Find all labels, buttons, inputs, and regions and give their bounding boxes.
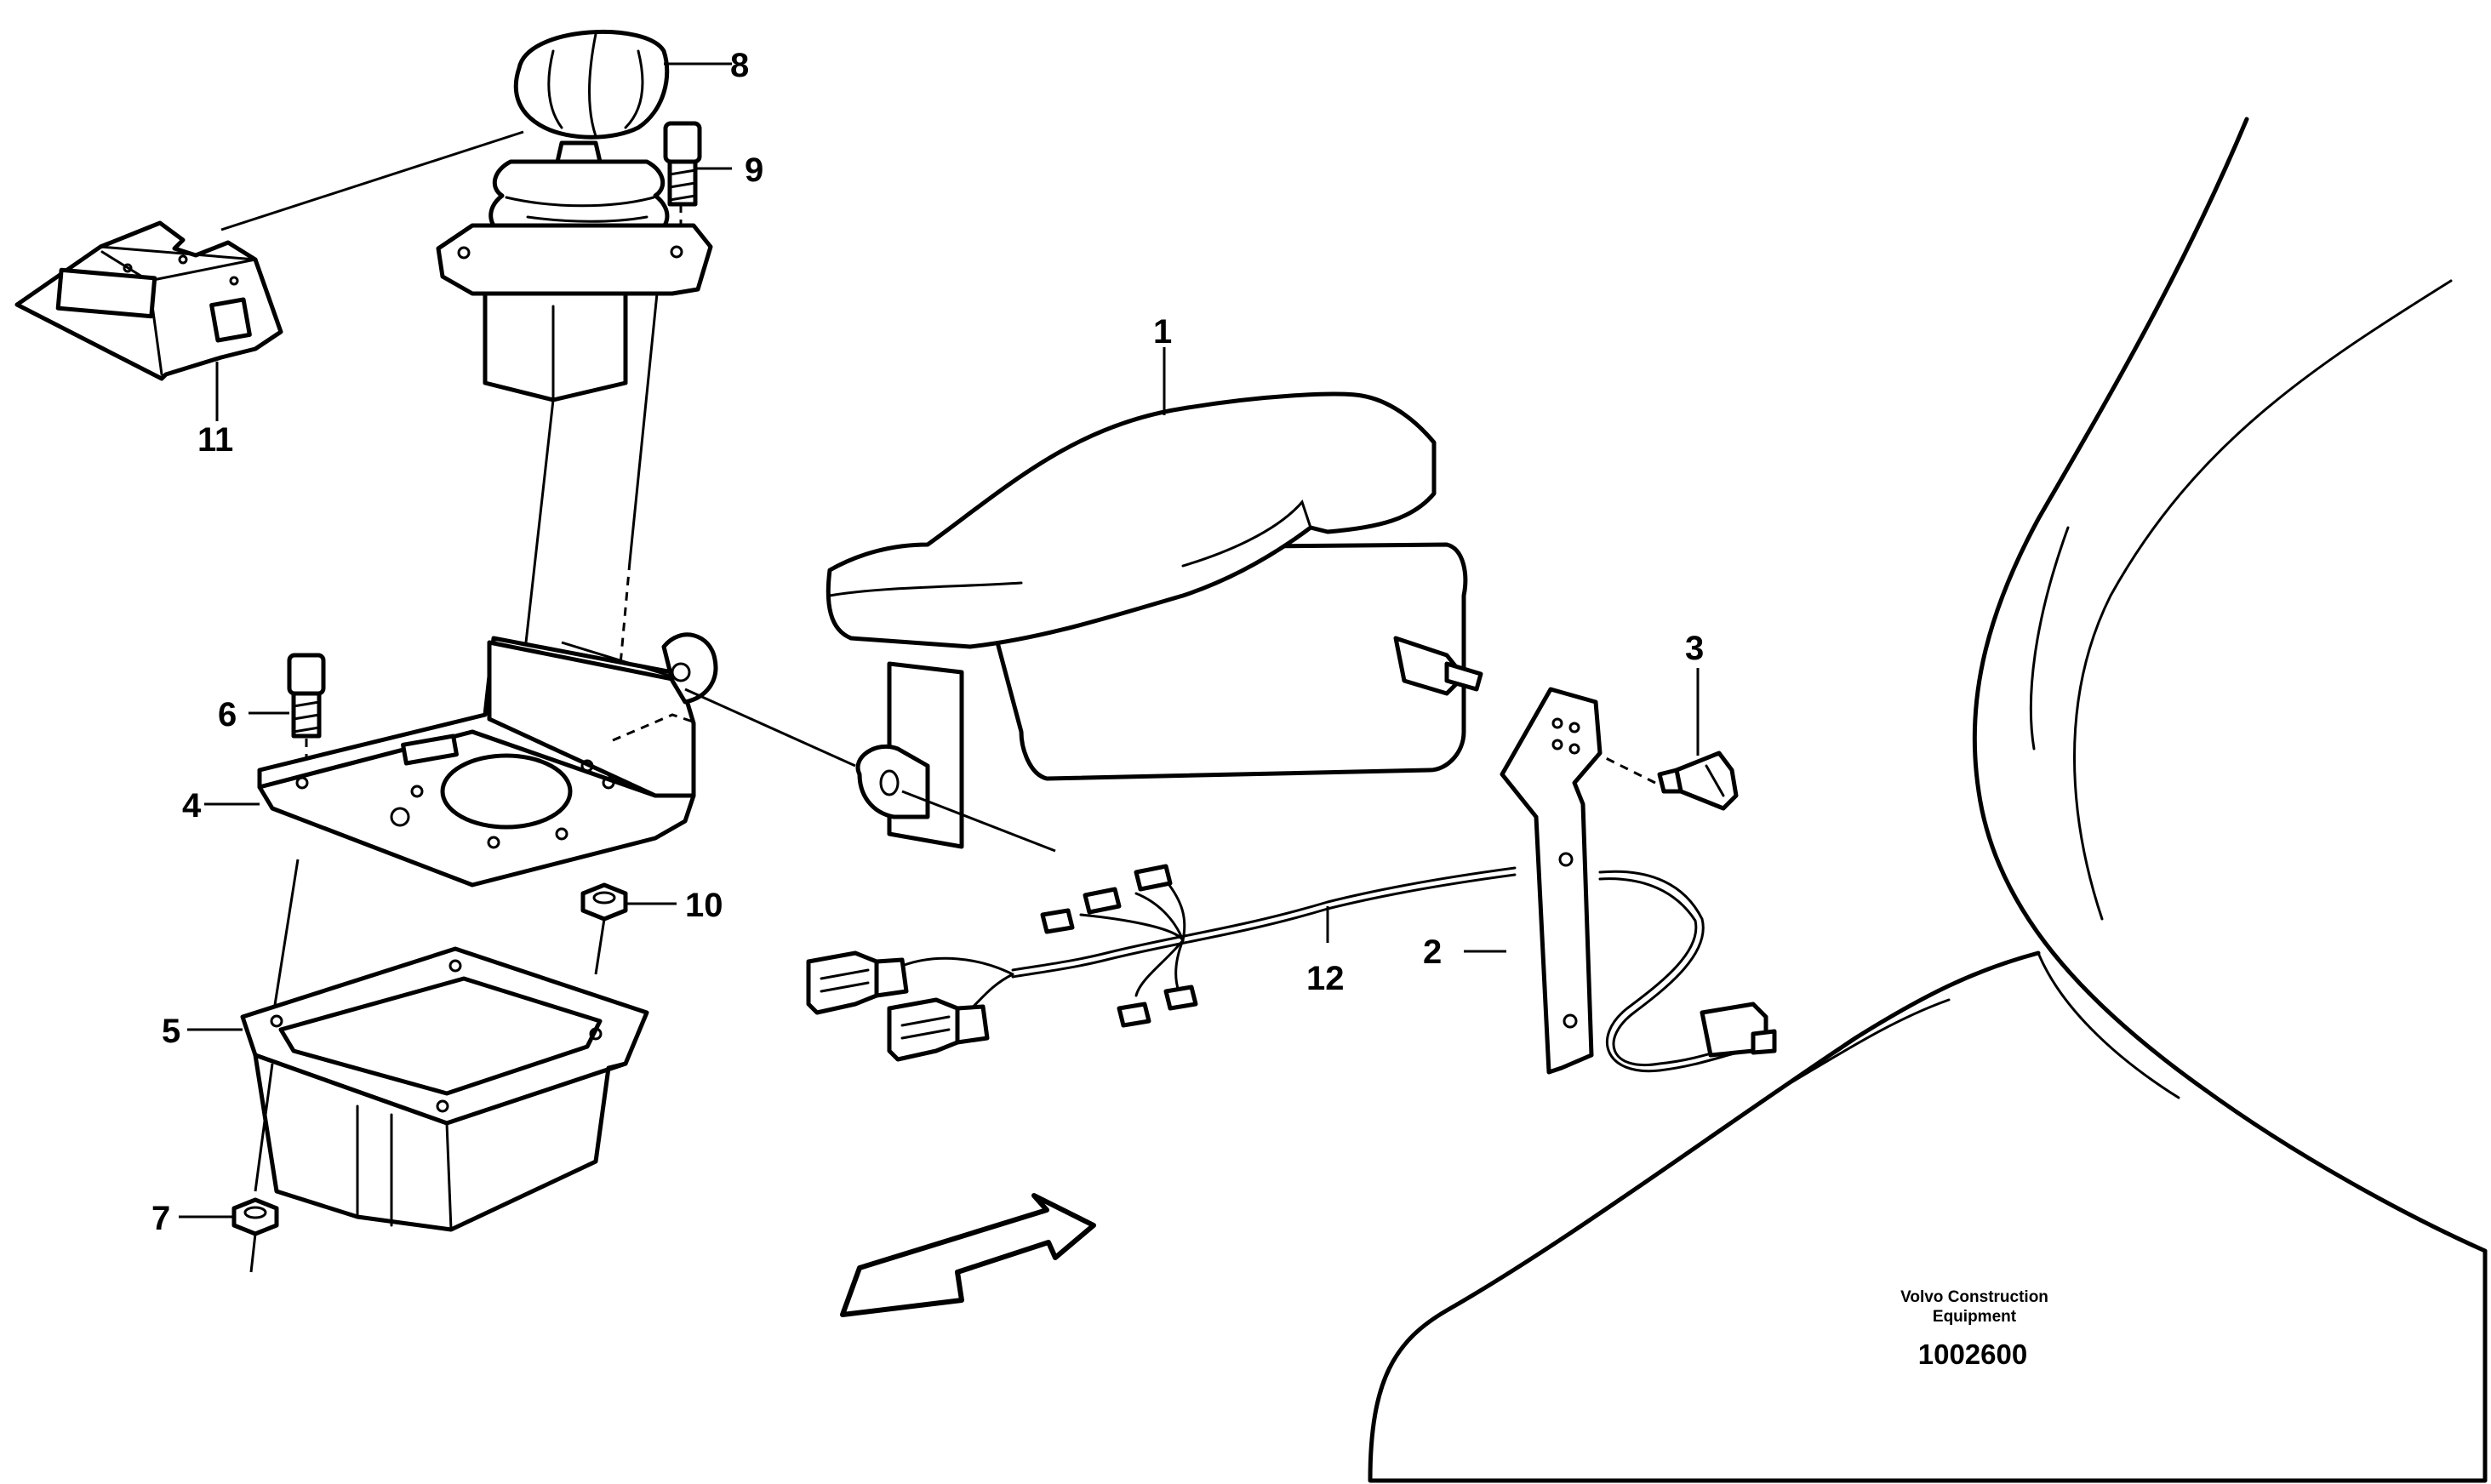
mounting-plate-part xyxy=(257,632,718,888)
callout-8: 8 xyxy=(730,47,749,84)
callout-3: 3 xyxy=(1685,630,1704,667)
lever-bolt-part xyxy=(663,121,702,207)
callout-5: 5 xyxy=(162,1013,180,1050)
callout-2: 2 xyxy=(1423,933,1442,971)
screw-part xyxy=(1657,751,1739,811)
mounting-bracket-part xyxy=(1500,687,1603,1075)
cover-panel-part xyxy=(14,220,283,381)
wiring-harness-part xyxy=(806,864,1777,1073)
callout-labels: 1 2 3 4 5 6 7 8 9 10 11 12 xyxy=(151,47,1704,1237)
lever-knob-part xyxy=(513,29,670,140)
plate-bolt-part xyxy=(287,653,326,739)
callout-7: 7 xyxy=(151,1200,170,1237)
maker-name-line1: Volvo Construction xyxy=(1900,1288,2048,1306)
nut-10-part xyxy=(580,882,628,922)
callout-9: 9 xyxy=(745,151,763,189)
maker-name-line2: Equipment xyxy=(1933,1308,2017,1326)
lever-housing-part xyxy=(240,946,649,1232)
armrest-part xyxy=(826,391,1483,849)
operator-seat xyxy=(1368,117,2488,1483)
direction-arrow-icon xyxy=(840,1193,1096,1317)
drawing-number: 1002600 xyxy=(1918,1338,2027,1370)
nut-7-part xyxy=(231,1197,279,1236)
callout-4: 4 xyxy=(182,787,202,825)
callout-11: 11 xyxy=(197,421,233,459)
callout-12: 12 xyxy=(1306,960,1345,997)
callout-1: 1 xyxy=(1153,313,1172,351)
drawing-footer: Volvo Construction Equipment 1002600 xyxy=(1900,1288,2048,1370)
control-lever-part xyxy=(436,140,713,402)
callout-10: 10 xyxy=(685,887,723,924)
callout-6: 6 xyxy=(218,696,237,733)
